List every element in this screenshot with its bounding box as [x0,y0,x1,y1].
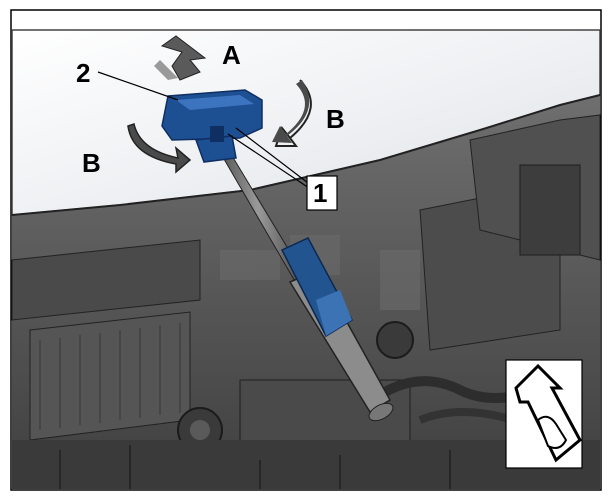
callout-1: 1 [313,178,327,208]
pull-arrow-icon [154,35,207,81]
rotate-arrow-left-icon [127,123,192,174]
clip-fastener [161,89,263,163]
callout-a: A [222,40,241,70]
callout-2: 2 [76,58,90,88]
callout-b-right: B [326,104,345,134]
callout-b-left: B [82,148,101,178]
screwdriver [205,125,394,422]
leader-lines [97,71,313,191]
callout-1-box [306,175,338,211]
vehicle-front-arrow-icon [505,359,583,469]
rotate-arrow-right-icon [272,79,312,147]
